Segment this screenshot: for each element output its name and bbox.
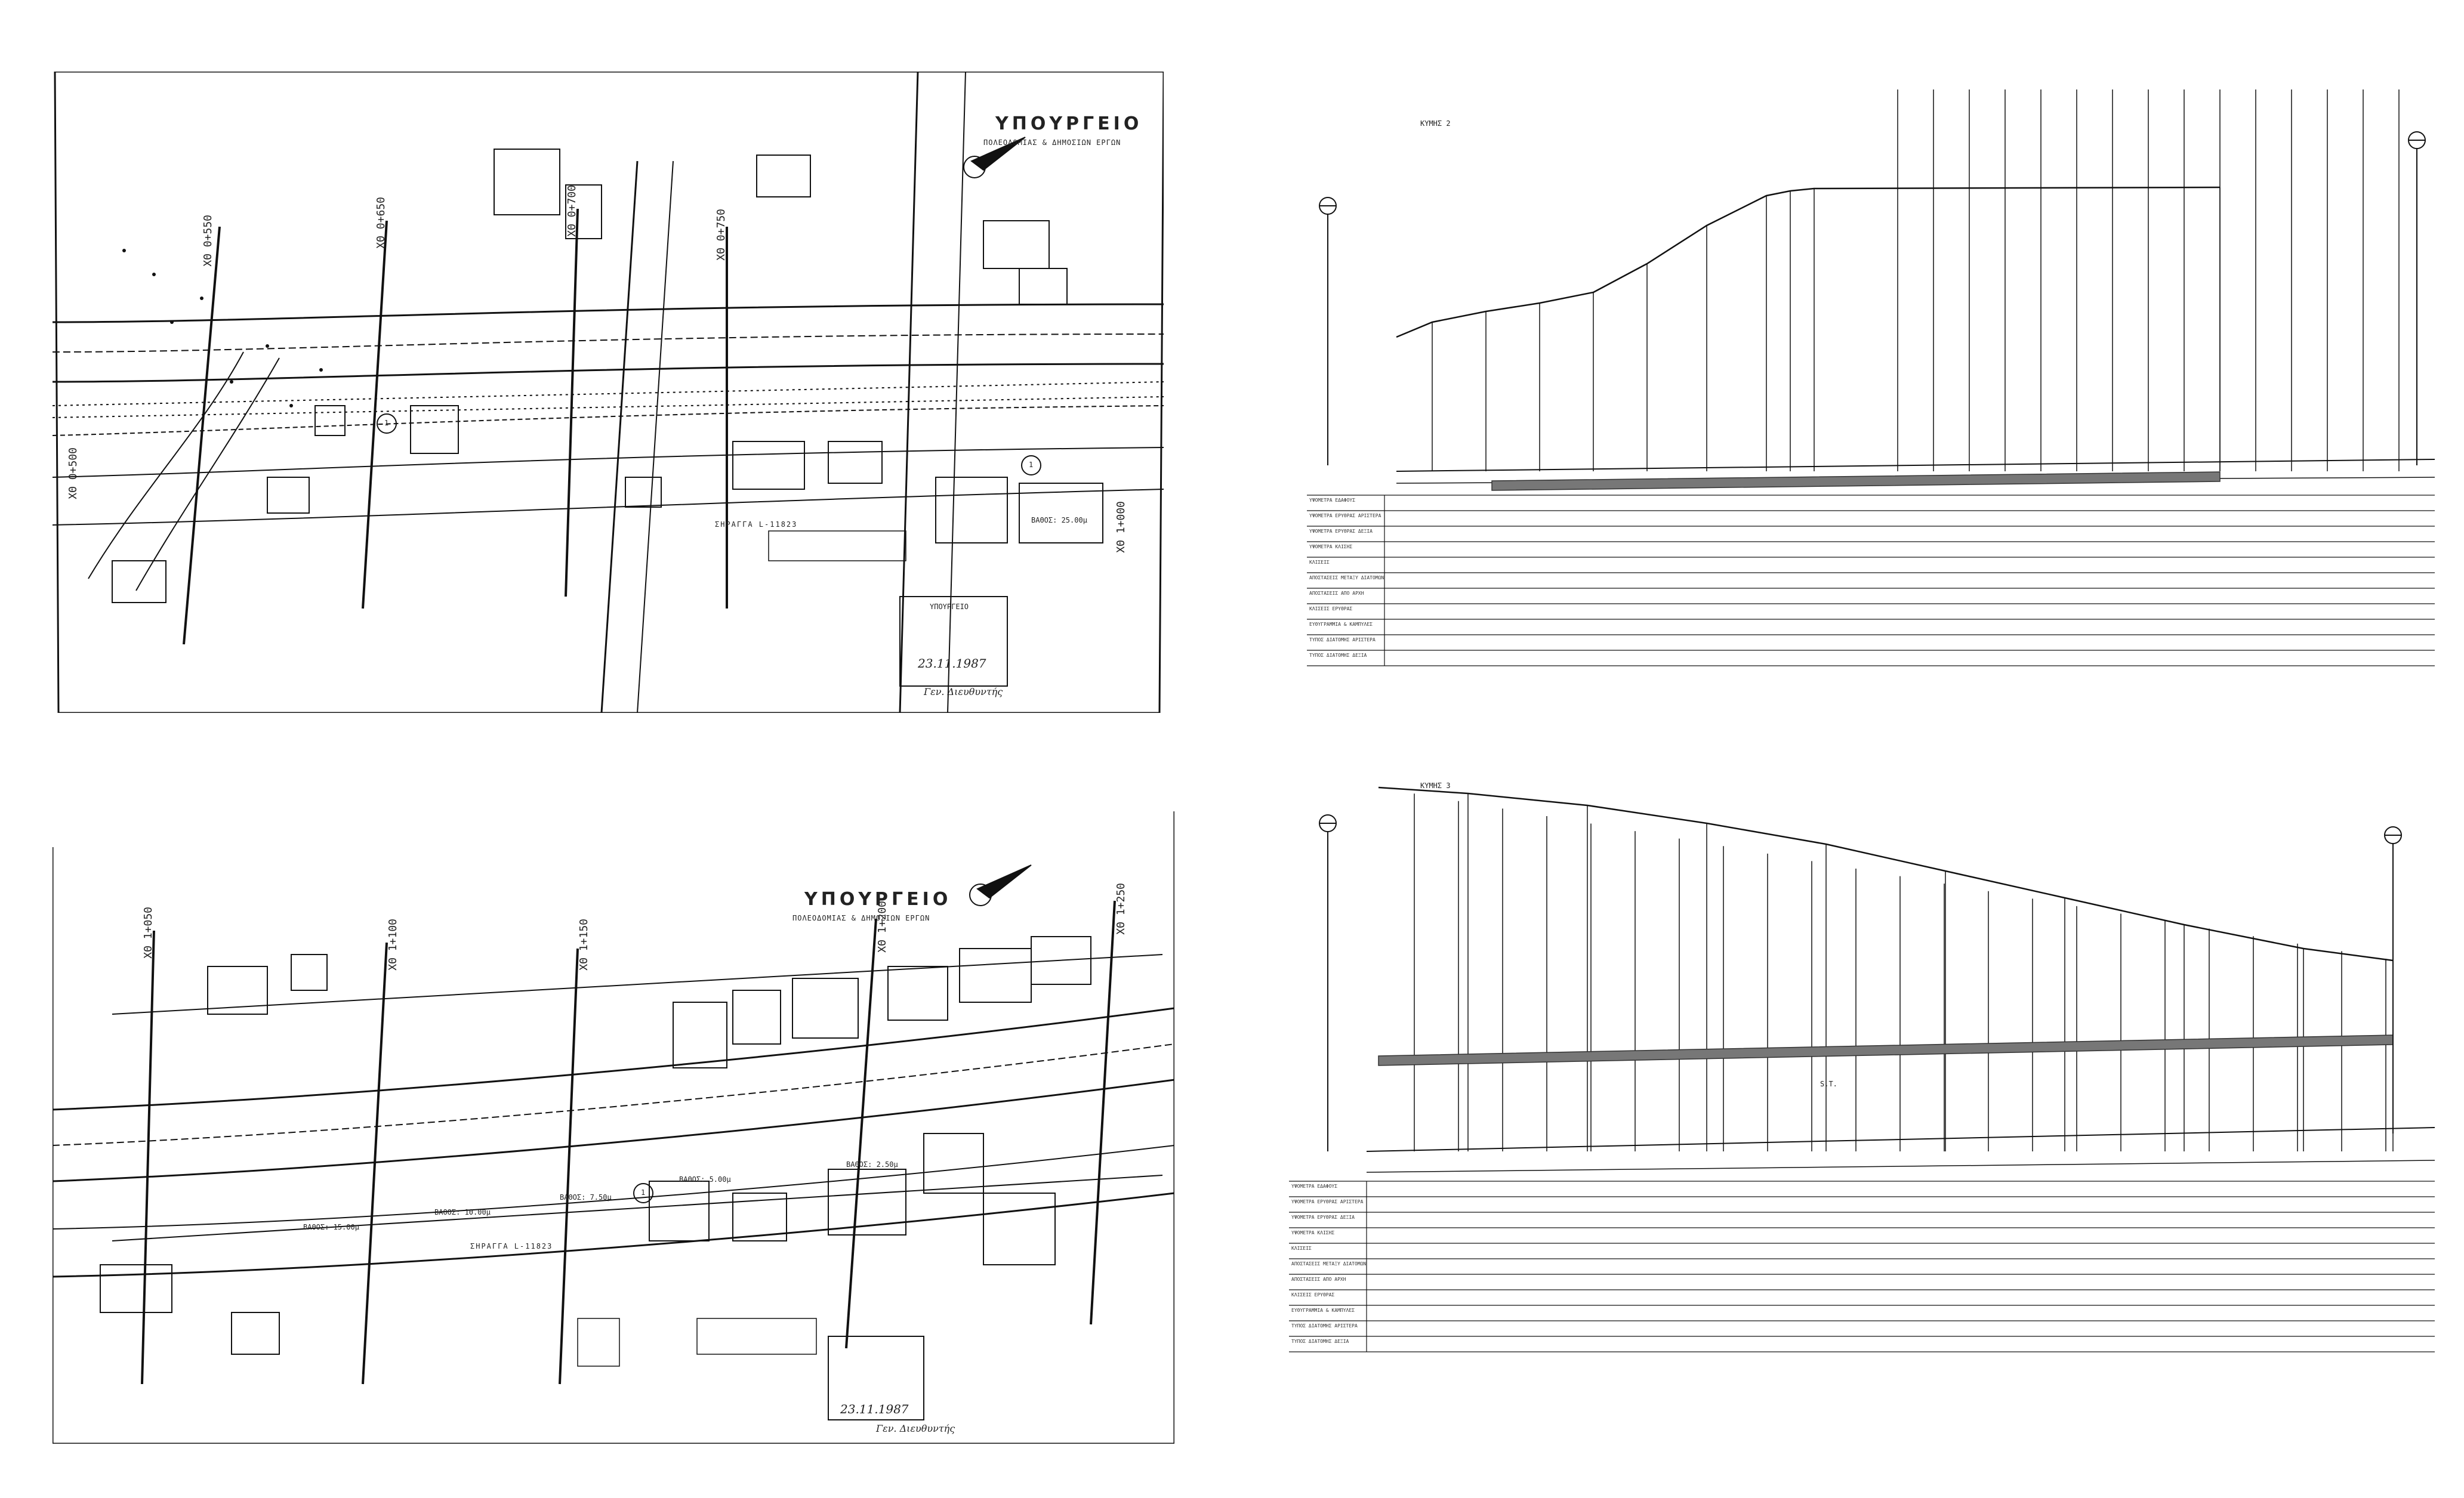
table-row-label: ΑΠΟΣΤΑΣΕΙΣ ΜΕΤΑΞΥ ΔΙΑΤΟΜΩΝ — [1291, 1261, 1367, 1267]
chainage-label: ΧΘ 0+550 — [202, 215, 214, 267]
profile-drawing-bottom — [1289, 786, 2435, 1352]
stamp-title: ΥΠΟΥΡΓΕΙΟ — [930, 603, 969, 611]
signature: Γεν. Διευθυντής — [924, 686, 1003, 697]
table-row-label: ΤΥΠΟΣ ΔΙΑΤΟΜΗΣ ΔΕΞΙΑ — [1291, 1339, 1349, 1344]
table-row-label: ΕΥΘΥΓΡΑΜΜΙΑ & ΚΑΜΠΥΛΕΣ — [1291, 1308, 1355, 1313]
chainage-label: ΧΘ 0+750 — [715, 209, 727, 261]
table-row-label: ΑΠΟΣΤΑΣΕΙΣ ΑΠΟ ΑΡΧΗ — [1309, 591, 1364, 596]
profile-top-title: ΚΥΜΗΣ 2 — [1420, 119, 1451, 128]
plan-bottom-subtitle: ΠΟΛΕΟΔΟΜΙΑΣ & ΔΗΜΟΣΙΩΝ ΕΡΓΩΝ — [792, 914, 930, 922]
section-marker: 1 — [1029, 461, 1034, 469]
works-label: ΣΗΡΑΓΓΑ L-11823 — [470, 1242, 553, 1250]
table-row-label: ΥΨΟΜΕΤΡΑ ΚΛΙΣΗΣ — [1309, 544, 1353, 549]
depth-label: ΒΑΘΟΣ: 7.50μ — [560, 1193, 612, 1202]
table-row-label: ΚΛΙΣΕΙΣ ΕΡΥΘΡΑΣ — [1309, 606, 1353, 611]
profile-bottom-annotation: S.T. — [1820, 1080, 1837, 1088]
profile-sheet-top: ΚΥΜΗΣ 2 ΥΨΟΜΕΤΡΑ ΕΔΑΦΟΥΣ ΥΨΟΜΕΤΡΑ ΕΡΥΘΡΑΣ… — [1301, 84, 2435, 704]
table-row-label: ΚΛΙΣΕΙΣ ΕΡΥΘΡΑΣ — [1291, 1292, 1335, 1298]
table-row-label: ΥΨΟΜΕΤΡΑ ΕΔΑΦΟΥΣ — [1309, 498, 1356, 503]
table-row-label: ΥΨΟΜΕΤΡΑ ΕΡΥΘΡΑΣ ΔΕΞΙΑ — [1309, 529, 1373, 534]
profile-drawing-top — [1307, 89, 2435, 666]
chainage-label: ΧΘ 0+700 — [566, 185, 578, 237]
tunnel-strip — [1491, 471, 2221, 491]
depth-label: ΒΑΘΟΣ: 15.00μ — [303, 1223, 359, 1231]
depth-label: ΒΑΘΟΣ: 10.00μ — [434, 1208, 491, 1216]
chainage-label: ΧΘ 1+250 — [1115, 883, 1127, 935]
table-row-label: ΑΠΟΣΤΑΣΕΙΣ ΑΠΟ ΑΡΧΗ — [1291, 1277, 1346, 1282]
chainage-label: ΧΘ 1+200 — [876, 901, 889, 953]
section-marker: 1 — [641, 1188, 646, 1197]
plan-top-title: ΥΠΟΥΡΓΕΙΟ — [995, 113, 1143, 134]
chainage-label: ΧΘ 1+000 — [1115, 501, 1127, 553]
plan-drawing-top — [53, 72, 1164, 713]
table-row-label: ΥΨΟΜΕΤΡΑ ΕΡΥΘΡΑΣ ΑΡΙΣΤΕΡΑ — [1291, 1199, 1364, 1204]
chainage-label: ΧΘ 1+050 — [142, 907, 155, 959]
profile-bottom-title: ΚΥΜΗΣ 3 — [1420, 782, 1451, 790]
table-row-label: ΤΥΠΟΣ ΔΙΑΤΟΜΗΣ ΑΡΙΣΤΕΡΑ — [1309, 637, 1376, 643]
table-row-label: ΚΛΙΣΕΙΣ — [1309, 560, 1330, 565]
depth-label: ΒΑΘΟΣ: 25.00μ — [1031, 516, 1087, 524]
depth-label: ΒΑΘΟΣ: 2.50μ — [846, 1160, 898, 1169]
stamp-date: 23.11.1987 — [840, 1402, 909, 1416]
plan-drawing-bottom — [53, 811, 1174, 1444]
section-marker: 1 — [384, 419, 389, 427]
depth-label: ΒΑΘΟΣ: 5.00μ — [679, 1175, 731, 1184]
table-row-label: ΤΥΠΟΣ ΔΙΑΤΟΜΗΣ ΑΡΙΣΤΕΡΑ — [1291, 1323, 1358, 1329]
table-row-label: ΑΠΟΣΤΑΣΕΙΣ ΜΕΤΑΞΥ ΔΙΑΤΟΜΩΝ — [1309, 575, 1384, 580]
table-row-label: ΥΨΟΜΕΤΡΑ ΕΡΥΘΡΑΣ ΑΡΙΣΤΕΡΑ — [1309, 513, 1381, 518]
table-row-label: ΥΨΟΜΕΤΡΑ ΕΡΥΘΡΑΣ ΔΕΞΙΑ — [1291, 1215, 1355, 1220]
table-row-label: ΤΥΠΟΣ ΔΙΑΤΟΜΗΣ ΔΕΞΙΑ — [1309, 653, 1367, 658]
plan-sheet-top: ΥΠΟΥΡΓΕΙΟ ΠΟΛΕΟΔΟΜΙΑΣ & ΔΗΜΟΣΙΩΝ ΕΡΓΩΝ Χ… — [53, 72, 1164, 713]
chainage-label: ΧΘ 1+150 — [578, 919, 590, 971]
table-row-label: ΥΨΟΜΕΤΡΑ ΕΔΑΦΟΥΣ — [1291, 1184, 1338, 1189]
signature: Γεν. Διευθυντής — [876, 1423, 955, 1434]
table-row-label: ΚΛΙΣΕΙΣ — [1291, 1246, 1312, 1251]
tunnel-strip — [1378, 1034, 2394, 1066]
chainage-label: ΧΘ 1+100 — [387, 919, 399, 971]
table-row-label: ΥΨΟΜΕΤΡΑ ΚΛΙΣΗΣ — [1291, 1230, 1335, 1236]
works-label: ΣΗΡΑΓΓΑ L-11823 — [715, 520, 798, 529]
plan-top-subtitle: ΠΟΛΕΟΔΟΜΙΑΣ & ΔΗΜΟΣΙΩΝ ΕΡΓΩΝ — [983, 138, 1121, 147]
table-row-label: ΕΥΘΥΓΡΑΜΜΙΑ & ΚΑΜΠΥΛΕΣ — [1309, 622, 1373, 627]
plan-bottom-title: ΥΠΟΥΡΓΕΙΟ — [804, 889, 952, 910]
chainage-label: ΧΘ 0+650 — [375, 197, 387, 249]
stamp-date: 23.11.1987 — [918, 656, 986, 671]
chainage-label: ΧΘ 0+500 — [67, 447, 79, 499]
plan-sheet-bottom: ΥΠΟΥΡΓΕΙΟ ΠΟΛΕΟΔΟΜΙΑΣ & ΔΗΜΟΣΙΩΝ ΕΡΓΩΝ Χ… — [53, 811, 1174, 1444]
profile-sheet-bottom: ΚΥΜΗΣ 3 S.T. ΥΨΟΜΕΤΡΑ ΕΔΑΦΟΥΣ ΥΨΟΜΕΤΡΑ ΕΡ… — [1283, 770, 2435, 1396]
